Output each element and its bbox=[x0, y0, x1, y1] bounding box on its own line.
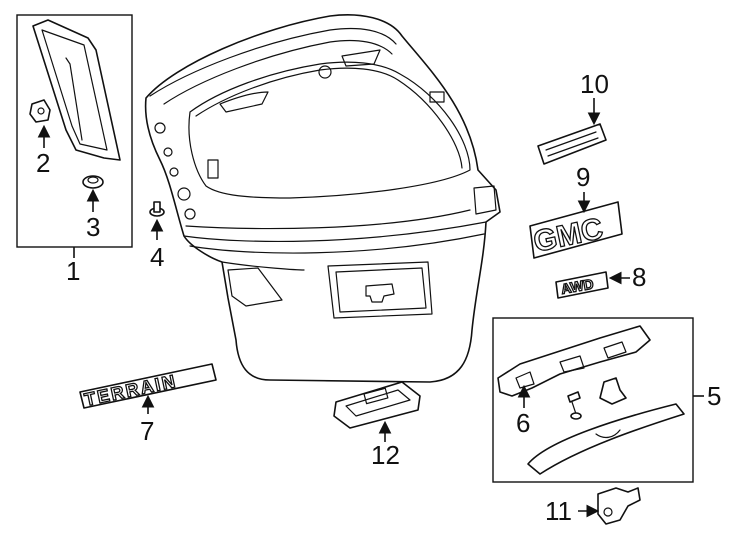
callout-12: 12 bbox=[371, 440, 400, 470]
group-box-5 bbox=[492, 317, 704, 483]
actuator-part-11 bbox=[578, 487, 641, 525]
awd-emblem-text: AWD bbox=[560, 276, 595, 297]
callout-7: 7 bbox=[140, 416, 154, 446]
clip-part-2 bbox=[29, 99, 51, 148]
callout-9: 9 bbox=[576, 162, 590, 192]
callout-11: 11 bbox=[545, 496, 572, 526]
callout-2: 2 bbox=[36, 148, 50, 178]
callout-4: 4 bbox=[150, 242, 164, 272]
callout-3: 3 bbox=[86, 212, 100, 242]
awd-emblem-part-8: AWD bbox=[555, 271, 630, 299]
callout-1: 1 bbox=[66, 256, 80, 286]
camera-bracket-part-12 bbox=[333, 381, 421, 442]
callout-8: 8 bbox=[632, 262, 646, 292]
nut-part-3 bbox=[82, 175, 104, 212]
callout-10: 10 bbox=[580, 69, 609, 99]
garnish-part-10 bbox=[537, 98, 607, 165]
gmc-emblem-text: GMC bbox=[531, 212, 606, 259]
callout-5: 5 bbox=[707, 381, 721, 411]
gmc-emblem-part-9: GMC bbox=[529, 192, 623, 259]
terrain-emblem-part-7: TERRAIN bbox=[79, 363, 217, 414]
liftgate-panel bbox=[144, 14, 501, 383]
callout-6: 6 bbox=[516, 408, 530, 438]
group-box-1 bbox=[16, 14, 133, 258]
bolt-part-4 bbox=[149, 201, 165, 240]
terrain-emblem-text: TERRAIN bbox=[83, 371, 179, 410]
